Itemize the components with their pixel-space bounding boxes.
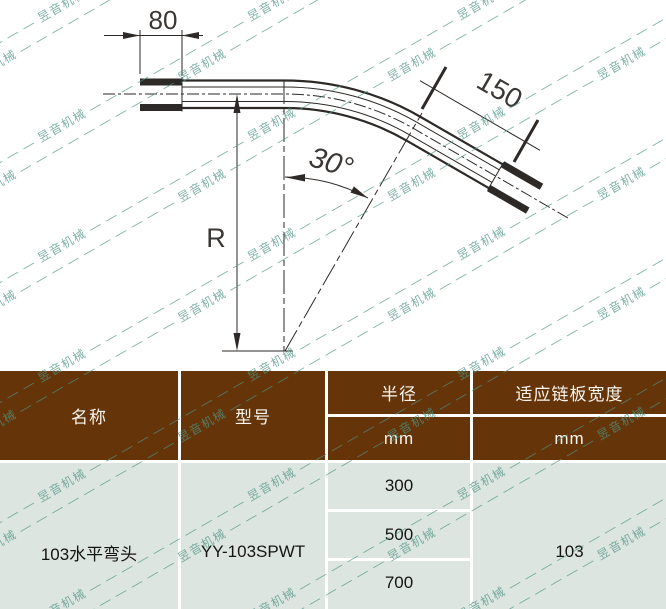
- dim-150-tick-2: [512, 119, 540, 163]
- channel-top-edge: [182, 79, 543, 188]
- dim-150-tick-1: [420, 66, 448, 110]
- technical-drawing: 80 R 30° 150: [103, 5, 569, 352]
- dim-r-label: R: [206, 223, 226, 253]
- header-name: 名称: [0, 371, 178, 460]
- dim-r-arrow-bottom: [233, 333, 241, 351]
- channel-bottom-edge: [182, 106, 529, 212]
- angle-arc: [284, 176, 369, 199]
- channel-centerline: [103, 93, 569, 219]
- right-joint-line: [487, 162, 504, 191]
- dim-80-arrow-right: [182, 32, 199, 39]
- right-end-cap-top: [500, 161, 544, 190]
- header-chain-width-unit: mm: [473, 417, 666, 460]
- cell-radius-300: 300: [328, 463, 470, 509]
- header-model: 型号: [181, 371, 325, 460]
- header-chain-width: 适应链板宽度: [473, 371, 666, 414]
- cell-product-name: 103水平弯头: [0, 463, 178, 609]
- header-radius-unit: mm: [328, 417, 470, 460]
- channel-inner-line-2: [182, 101, 493, 183]
- spec-table: 名称 型号 半径 适应链板宽度 mm mm 103水平弯头 YY-103SPWT…: [0, 371, 666, 609]
- cell-radius-500: 500: [328, 512, 470, 558]
- dim-80-label: 80: [149, 5, 178, 35]
- angle-label: 30°: [305, 141, 356, 184]
- dim-80-arrow-left: [123, 32, 140, 39]
- header-radius: 半径: [328, 371, 470, 414]
- channel-inner-line-1: [182, 86, 500, 171]
- angle-arrow-left: [286, 174, 305, 182]
- radius-axis-angled: [284, 112, 423, 352]
- angle-arrow-right: [350, 186, 368, 199]
- dim-150-label: 150: [472, 65, 528, 115]
- dim-r-arrow-top: [233, 94, 241, 113]
- cell-model-number: YY-103SPWT: [181, 463, 325, 609]
- cell-chain-width-value: 103: [473, 463, 666, 609]
- cell-radius-700: 700: [328, 561, 470, 609]
- right-end-cap-bottom: [487, 185, 530, 214]
- dim-150-line: [419, 80, 541, 151]
